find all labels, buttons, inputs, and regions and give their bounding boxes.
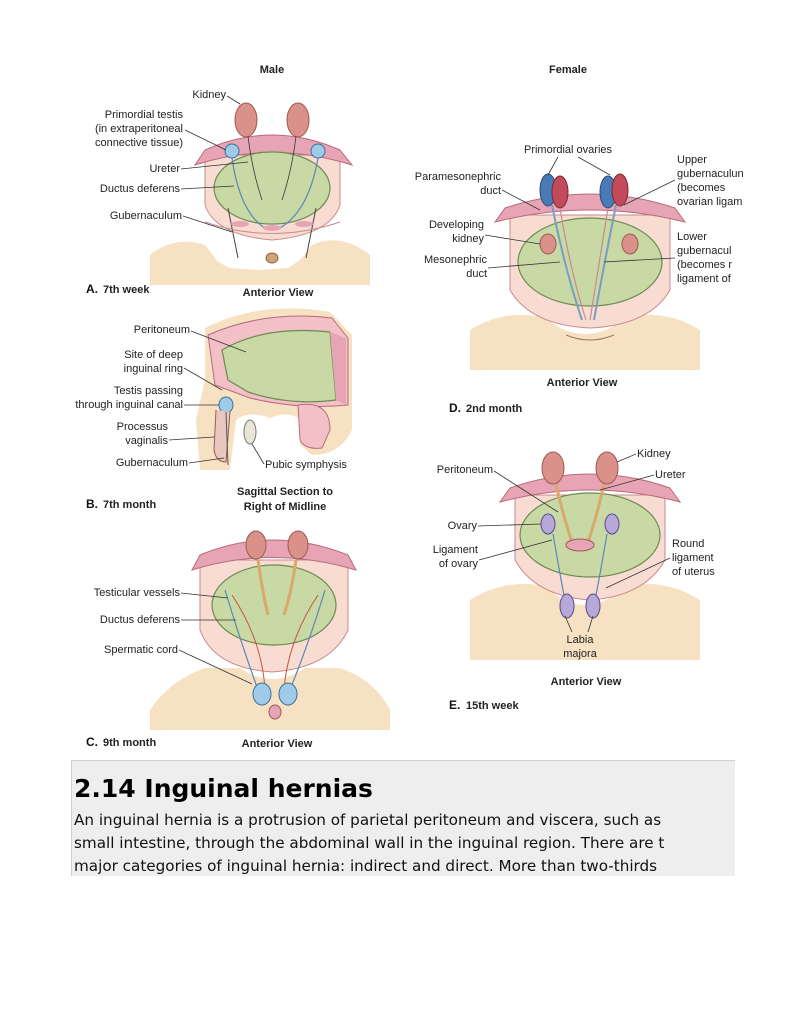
panel-b-view-1: Sagittal Section to [237, 486, 333, 498]
label-d-ovaries: Primordial ovaries [524, 144, 613, 156]
panel-e-caption: 15th week [466, 700, 519, 712]
label-d-paramesonephric-1: Paramesonephric [415, 171, 502, 183]
label-e-kidney: Kidney [637, 448, 671, 460]
label-d-lower-4: ligament of [677, 273, 732, 285]
leader-b-peritoneum [190, 330, 247, 353]
label-a-kidney: Kidney [192, 89, 226, 101]
leader-b-processus [168, 436, 215, 441]
panel-d-letter: D. [449, 401, 461, 415]
label-b-deep-2: inguinal ring [124, 363, 183, 375]
label-a-testis-2: (in extraperitoneal [95, 123, 183, 135]
body-line: major categories of inguinal hernia: ind… [74, 857, 658, 875]
panel-e-illustration [470, 451, 700, 660]
leader-a-ureter [180, 161, 249, 170]
leader-e-ureter [599, 474, 655, 491]
label-a-ureter: Ureter [149, 163, 180, 175]
label-d-lower-3: (becomes r [677, 259, 732, 271]
body-line: An inguinal hernia is a protrusion of pa… [74, 811, 662, 829]
label-c-cord: Spermatic cord [104, 644, 178, 656]
panel-a-illustration [150, 102, 370, 285]
section-block: 2.14 Inguinal hernias An inguinal hernia… [71, 760, 735, 876]
label-a-testis-3: connective tissue) [95, 137, 183, 149]
panel-a-letter: A. [86, 282, 98, 296]
label-e-round-3: of uterus [672, 566, 715, 578]
label-d-developing-1: Developing [429, 219, 484, 231]
leader-b-pubic [251, 443, 265, 465]
panel-c-letter: C. [86, 735, 98, 749]
label-e-labia-1: Labia [567, 634, 595, 646]
panel-b-caption: 7th month [103, 499, 156, 511]
label-d-upper-1: Upper [677, 154, 707, 166]
leader-d-upper [623, 179, 676, 206]
label-d-lower-1: Lower [677, 231, 707, 243]
leader-d-paramesonephric [501, 189, 541, 211]
female-heading: Female [549, 64, 587, 76]
leader-b-deep [183, 367, 223, 391]
panel-e-letter: E. [449, 698, 460, 712]
panel-c-view: Anterior View [242, 738, 313, 750]
label-d-upper-4: ovarian ligam [677, 196, 742, 208]
label-e-round-1: Round [672, 538, 704, 550]
leader-a-testis [184, 129, 227, 151]
label-a-ductus: Ductus deferens [100, 183, 181, 195]
panel-a-view: Anterior View [243, 287, 314, 299]
leader-e-labia [564, 615, 594, 633]
label-e-lig-2: of ovary [439, 558, 479, 570]
label-b-deep-1: Site of deep [124, 349, 183, 361]
leader-d-developing [484, 234, 541, 245]
leader-c-cord [178, 649, 253, 685]
label-b-processus-2: vaginalis [125, 435, 168, 447]
label-a-gubernaculum: Gubernaculum [110, 210, 182, 222]
label-d-developing-2: kidney [452, 233, 484, 245]
leader-a-kidney [226, 95, 241, 105]
label-b-processus-1: Processus [117, 421, 169, 433]
leader-d-ovaries [547, 156, 611, 176]
label-e-ureter: Ureter [655, 469, 686, 481]
panel-c-caption: 9th month [103, 737, 156, 749]
panel-c-illustration [150, 530, 390, 730]
label-e-round-2: ligament [672, 552, 714, 564]
leader-a-ductus [180, 185, 235, 190]
panel-b-illustration [196, 308, 352, 470]
leader-b-gubernaculum [188, 457, 225, 464]
leader-e-round [605, 557, 671, 589]
leader-d-mesonephric [487, 261, 561, 269]
panel-b-view-2: Right of Midline [244, 501, 326, 513]
section-heading: 2.14 Inguinal hernias [74, 774, 373, 803]
label-d-mesonephric-1: Mesonephric [424, 254, 487, 266]
leader-e-kidney [616, 453, 637, 463]
panel-b-letter: B. [86, 497, 98, 511]
label-e-labia-2: majora [563, 648, 598, 660]
label-a-testis-1: Primordial testis [105, 109, 184, 121]
leader-a-gubernaculum [182, 215, 233, 233]
leader-d-lower [603, 257, 676, 263]
label-b-peritoneum: Peritoneum [134, 324, 190, 336]
panel-e-view: Anterior View [551, 676, 622, 688]
panel-a-caption: 7th week [103, 284, 150, 296]
label-e-peritoneum: Peritoneum [437, 464, 493, 476]
panel-d-illustration [470, 173, 700, 370]
leader-c-testicular [180, 592, 229, 599]
label-d-mesonephric-2: duct [466, 268, 487, 280]
label-d-upper-2: gubernaculun [677, 168, 744, 180]
label-d-lower-2: gubernacul [677, 245, 731, 257]
label-e-lig-1: Ligament [433, 544, 478, 556]
panel-d-view: Anterior View [547, 377, 618, 389]
body-line: small intestine, through the abdominal w… [74, 834, 665, 852]
male-heading: Male [260, 64, 284, 76]
label-c-testicular: Testicular vessels [94, 587, 181, 599]
label-b-testis-2: through inguinal canal [75, 399, 183, 411]
label-b-pubic: Pubic symphysis [265, 459, 347, 471]
anatomy-figure: Male Female Kidney Primordial testis (in… [75, 64, 744, 750]
leader-e-peritoneum [493, 470, 559, 513]
label-d-paramesonephric-2: duct [480, 185, 501, 197]
label-d-upper-3: (becomes [677, 182, 726, 194]
leader-e-lig [478, 539, 553, 561]
label-e-ovary: Ovary [448, 520, 478, 532]
label-b-testis-1: Testis passing [114, 385, 183, 397]
label-c-ductus: Ductus deferens [100, 614, 181, 626]
label-b-gubernaculum: Gubernaculum [116, 457, 188, 469]
leader-e-ovary [477, 523, 542, 527]
panel-d-caption: 2nd month [466, 403, 522, 415]
